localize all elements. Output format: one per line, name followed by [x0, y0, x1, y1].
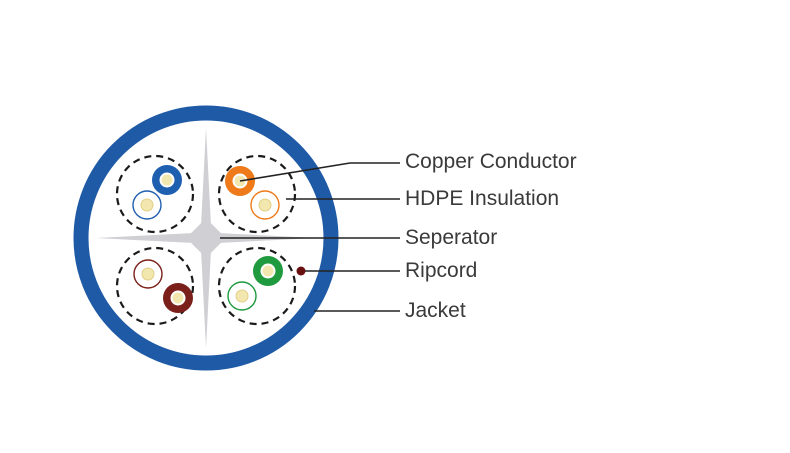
label-jacket: Jacket: [405, 299, 466, 322]
blue-pair: [115, 154, 195, 234]
green-pair-white-core: [235, 289, 249, 303]
orange-pair-shield-outline: [217, 154, 297, 234]
ripcord-dot: [296, 266, 306, 276]
brown-pair-colored-core: [172, 292, 184, 304]
green-pair-shield-outline: [217, 246, 297, 326]
label-seperator: Seperator: [405, 226, 498, 249]
green-pair-colored-core: [262, 265, 274, 277]
leader-lines: [220, 162, 400, 312]
orange-pair-white-core: [258, 198, 272, 212]
brown-pair-white-core: [141, 267, 155, 281]
leader-copper-conductor: [239, 162, 400, 182]
blue-pair-white-core: [140, 198, 154, 212]
green-pair: [217, 246, 297, 326]
separator-horizontal: [96, 233, 316, 243]
label-ripcord: Ripcord: [405, 259, 478, 282]
label-hdpe-insulation: HDPE Insulation: [405, 187, 560, 210]
blue-pair-colored-core: [161, 174, 173, 186]
separator-vertical: [201, 128, 211, 348]
separator-center: [186, 218, 226, 258]
twisted-pairs: [115, 154, 297, 326]
brown-pair-shield-outline: [115, 246, 195, 326]
brown-pair: [115, 246, 195, 326]
cross-separator: [96, 128, 316, 348]
blue-pair-shield-outline: [115, 154, 195, 234]
label-copper-conductor: Copper Conductor: [405, 150, 577, 173]
